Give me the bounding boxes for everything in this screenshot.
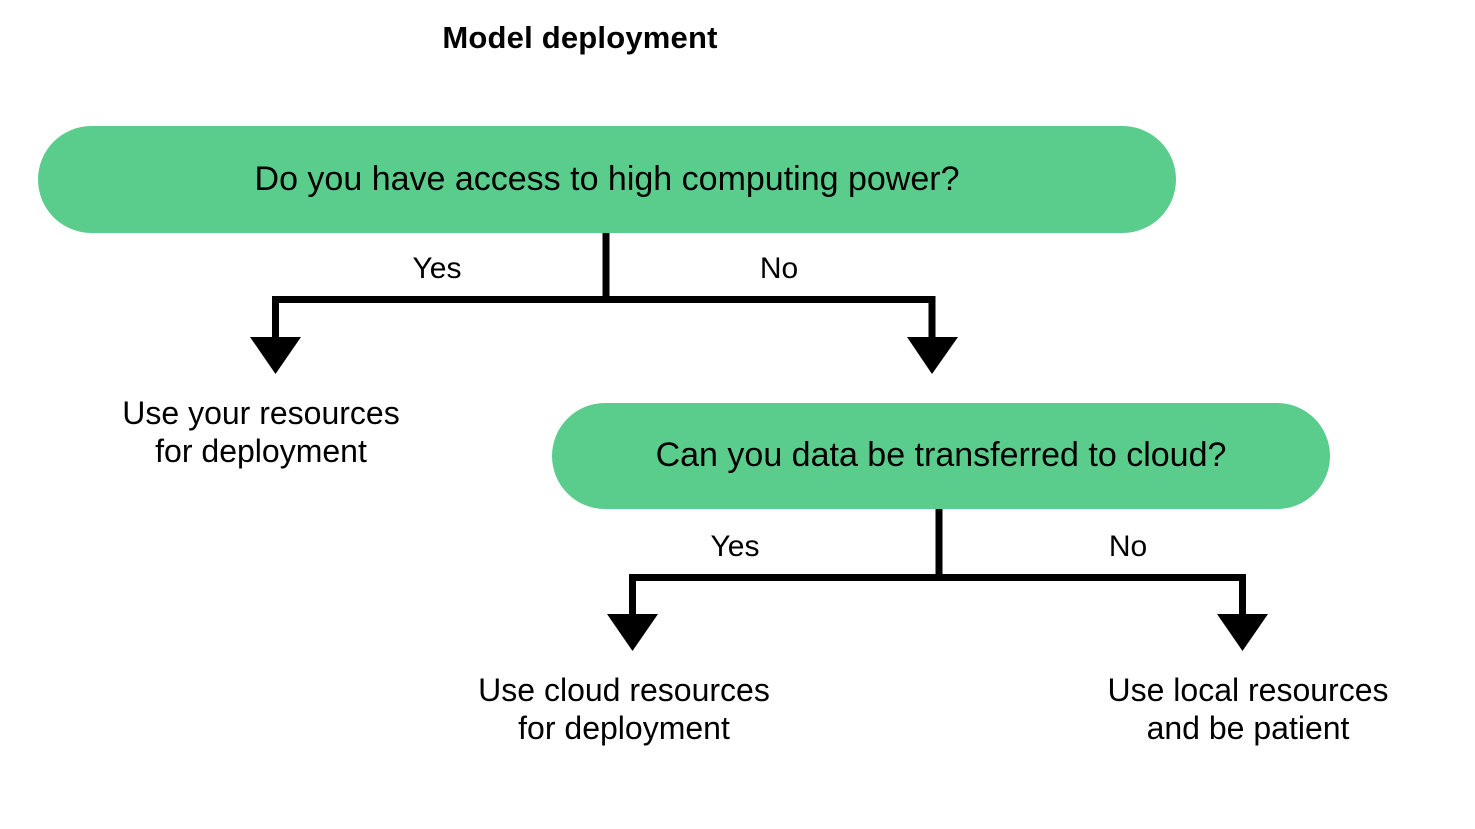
edge-label-q1-no: No: [759, 252, 799, 285]
edge-q1-stem: [602, 230, 610, 300]
edge-label-q2-yes: Yes: [710, 530, 760, 563]
outcome-use-cloud-resources-line2: for deployment: [518, 709, 730, 746]
edge-q1-yes-arrow: [250, 296, 301, 374]
outcome-use-your-resources-line1: Use your resources: [122, 395, 400, 431]
outcome-use-your-resources-line2: for deployment: [155, 432, 367, 469]
edge-q2-no-arrow: [1217, 574, 1268, 651]
edge-q2-yes-arrow: [607, 574, 658, 651]
page-title: Model deployment: [442, 20, 718, 55]
edge-q1-no-arrow: [907, 296, 958, 374]
outcome-use-local-resources-line1: Use local resources: [1107, 672, 1389, 708]
edge-label-q1-yes: Yes: [412, 252, 462, 285]
decision-node-computing-power[interactable]: Do you have access to high computing pow…: [38, 126, 1176, 233]
outcome-use-your-resources: Use your resources for deployment: [122, 395, 399, 471]
edge-q1-crossbar: [272, 296, 935, 303]
outcome-use-cloud-resources-line1: Use cloud resources: [478, 672, 770, 708]
edge-label-q2-no: No: [1108, 530, 1148, 563]
decision-node-data-transfer-label: Can you data be transferred to cloud?: [655, 436, 1227, 475]
edge-q2-crossbar: [629, 574, 1246, 581]
edge-q2-stem: [935, 506, 943, 578]
decision-node-computing-power-label: Do you have access to high computing pow…: [254, 159, 960, 198]
outcome-use-local-resources-line2: and be patient: [1146, 709, 1350, 746]
outcome-use-local-resources: Use local resources and be patient: [1108, 672, 1389, 748]
decision-node-data-transfer[interactable]: Can you data be transferred to cloud?: [552, 403, 1330, 509]
outcome-use-cloud-resources: Use cloud resources for deployment: [478, 672, 770, 748]
